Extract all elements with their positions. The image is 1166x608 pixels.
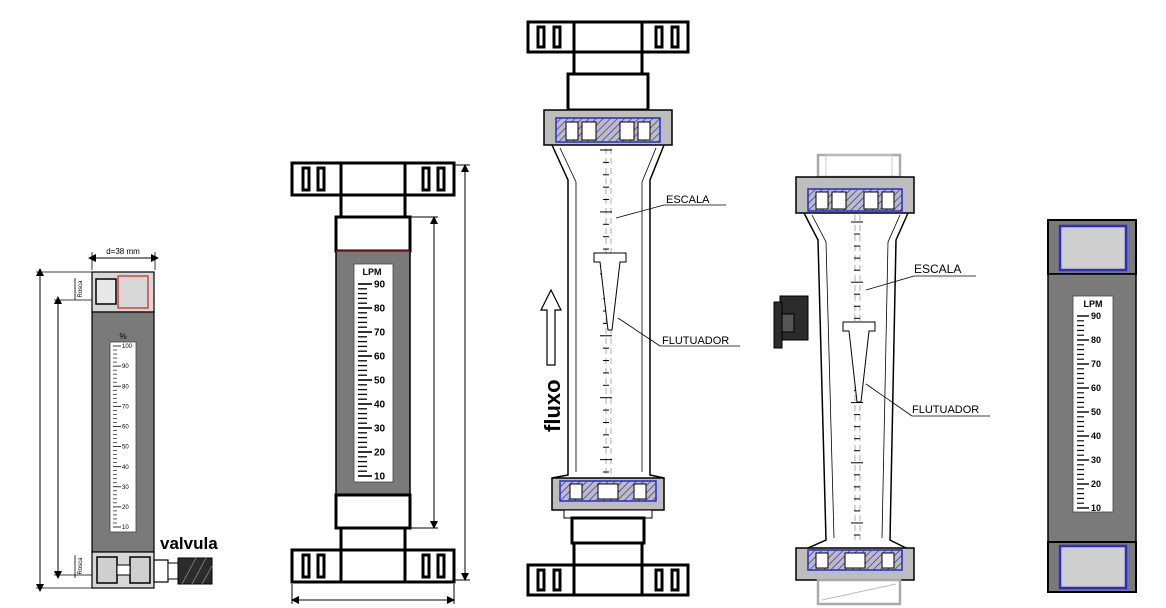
flow-arrow-icon (540, 288, 562, 366)
scale-tick-label: 10 (374, 472, 386, 483)
scale-tick-label: 60 (1091, 383, 1101, 393)
flange-slot (436, 166, 446, 192)
scale-tick-label: 40 (374, 400, 386, 411)
scale-tick-label: 60 (122, 425, 129, 431)
scale-tick-label: 40 (122, 465, 129, 471)
scale-tick-label: 70 (374, 328, 386, 339)
scale-tick-label: 80 (1091, 335, 1101, 345)
float-callout: FLUTUADOR (912, 404, 979, 416)
scale-tick-label: 90 (122, 364, 129, 370)
float-callout: FLUTUADOR (662, 335, 729, 347)
tapered-tube-cross-section: ESCALA FLUTUADOR fluxo (526, 20, 740, 597)
flange-slot (654, 25, 664, 49)
scale-tick-label: 50 (374, 376, 386, 387)
flanged-flowmeter-lpm: LPM 90 80 70 60 50 40 30 20 10 (290, 161, 470, 604)
scale-callout: ESCALA (666, 194, 710, 206)
scale-tick-label: 80 (374, 304, 386, 315)
valve-label: valvula (160, 534, 218, 553)
flange-slot (301, 166, 311, 192)
flange-slot (536, 25, 546, 49)
lpm-scale: 90 80 70 60 50 40 30 20 10 (1077, 311, 1101, 513)
flowmeter-with-valve: d=38 mm Rosca Rosca % 100 90 80 70 60 50 40 30 2… (36, 247, 218, 592)
scale-unit: LPM (1084, 299, 1103, 309)
scale-tick-label: 90 (1091, 311, 1101, 321)
flange-slot (316, 166, 326, 192)
scale-tick-label: 90 (374, 280, 386, 291)
flange-slot (552, 25, 562, 49)
scale-tick-label: 100 (122, 344, 133, 350)
scale-unit: % (119, 332, 126, 341)
scale-tick-label: 20 (1091, 479, 1101, 489)
flange-slot (316, 553, 326, 579)
scale-tick-label: 10 (1091, 503, 1101, 513)
flange-slot (670, 568, 680, 592)
scale-tick-label: 20 (374, 448, 386, 459)
flange-slot (552, 568, 562, 592)
lpm-scale: 90 80 70 60 50 40 30 20 10 (358, 280, 386, 483)
flange-slot (536, 568, 546, 592)
thread-label-bottom: Rosca (78, 557, 84, 575)
scale-tick-label: 30 (374, 424, 386, 435)
simple-flowmeter-lpm: LPM 90 80 70 60 50 40 30 20 10 (1047, 219, 1137, 593)
scale-tick-label: 30 (1091, 455, 1101, 465)
scale-tick-label: 30 (122, 485, 129, 491)
flange-slot (421, 166, 431, 192)
flow-label: fluxo (540, 379, 565, 432)
scale-tick-label: 80 (122, 384, 129, 390)
flange-slot (654, 568, 664, 592)
scale-tick-label: 70 (122, 404, 129, 410)
scale-tick-label: 20 (122, 505, 129, 511)
scale-callout: ESCALA (914, 262, 961, 276)
thread-label-top: Rosca (78, 280, 84, 298)
scale-tick-label: 40 (1091, 431, 1101, 441)
flange-slot (436, 553, 446, 579)
percent-scale: 100 90 80 70 60 50 40 30 20 10 (113, 344, 133, 531)
flange-slot (301, 553, 311, 579)
scale-tick-label: 60 (374, 352, 386, 363)
scale-tick-label: 50 (122, 445, 129, 451)
scale-unit: LPM (363, 267, 382, 277)
scale-tick-label: 70 (1091, 359, 1101, 369)
flange-slot (421, 553, 431, 579)
width-dimension-label: d=38 mm (106, 247, 140, 256)
tapered-tube-side-fitting: ESCALA FLUTUADOR (773, 153, 990, 606)
scale-tick-label: 10 (122, 525, 129, 531)
flange-slot (670, 25, 680, 49)
scale-tick-label: 50 (1091, 407, 1101, 417)
